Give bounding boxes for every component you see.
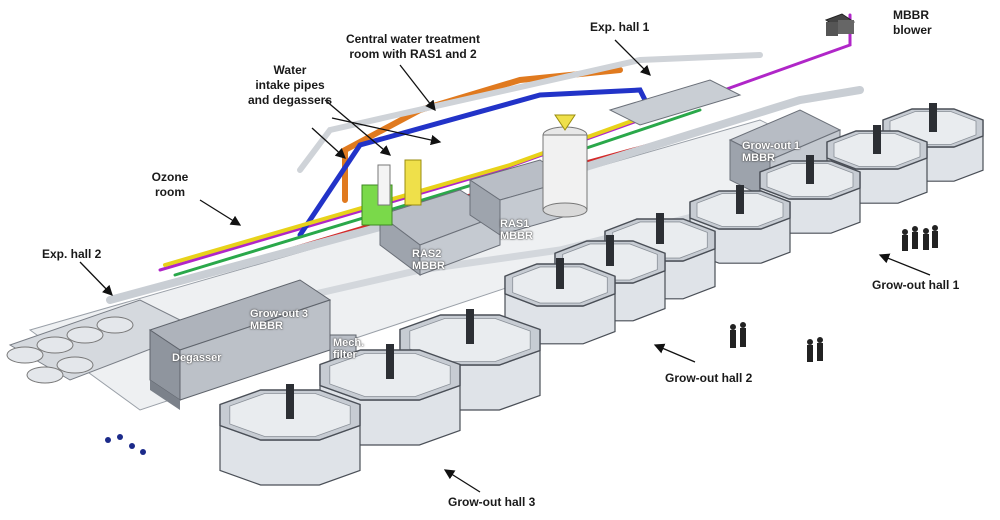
growout3-mbbr-block <box>148 279 357 410</box>
label-central-treatment-room: Central water treatment room with RAS1 a… <box>345 32 481 61</box>
arrow-ozone <box>199 199 242 226</box>
valve-cluster <box>105 434 146 455</box>
tag-growout1-mbbr: Grow-out 1 MBBR <box>742 140 801 164</box>
label-growout-hall-3: Grow-out hall 3 <box>448 495 536 509</box>
tag-ras1-mbbr: RAS1 MBBR <box>500 218 533 242</box>
label-exp-hall-2: Exp. hall 2 <box>42 247 102 261</box>
arrow-growout-hall-2 <box>653 343 696 363</box>
growout-hall-2-tank-3 <box>504 258 616 345</box>
growout-hall-2-tanks <box>504 213 716 345</box>
person-group-2 <box>730 322 746 348</box>
person-group-1 <box>902 225 938 251</box>
arrow-water-intake-2 <box>331 117 442 146</box>
arrow-central <box>399 64 436 112</box>
growout-hall-3-tanks <box>219 309 541 486</box>
person-group-3 <box>807 337 823 362</box>
tag-growout3-mbbr: Grow-out 3 MBBR <box>250 308 309 332</box>
people-figures <box>105 225 938 455</box>
label-mbbr-blower: MBBR blower <box>893 8 932 37</box>
pipe-yellow <box>163 98 692 267</box>
arrow-growout-hall-1 <box>878 253 931 276</box>
exp-hall-2-equipment <box>6 299 202 384</box>
label-ozone-room: Ozone room <box>151 170 189 199</box>
tag-mech-filter: Mech. filter <box>333 337 365 361</box>
label-growout-hall-1: Grow-out hall 1 <box>872 278 960 292</box>
tag-degasser: Degasser <box>172 352 222 364</box>
yellow-cone <box>554 114 576 131</box>
arrow-exp-hall-2 <box>79 261 113 296</box>
pipe-grey-3 <box>297 52 763 173</box>
exp-hall-1-unit <box>608 79 742 126</box>
pipe-blue <box>297 87 653 238</box>
arrow-water-intake-1 <box>324 99 391 156</box>
label-growout-hall-2: Grow-out hall 2 <box>665 371 753 385</box>
arrow-water-intake-3 <box>311 127 346 159</box>
tag-ras2-mbbr: RAS2 MBBR <box>412 248 445 272</box>
arrow-exp-hall-1 <box>614 39 651 76</box>
label-water-intake: Water intake pipes and degassers <box>247 63 333 107</box>
degasser-column <box>377 164 391 206</box>
growout-hall-3-tank-3 <box>219 384 361 486</box>
yellow-tank <box>404 159 422 206</box>
arrow-growout-hall-3 <box>443 469 481 493</box>
large-silo-bottom <box>542 202 588 218</box>
label-exp-hall-1: Exp. hall 1 <box>590 20 650 34</box>
large-silo <box>542 134 588 211</box>
pipe-grey <box>106 86 864 304</box>
leader-arrows <box>79 39 931 493</box>
